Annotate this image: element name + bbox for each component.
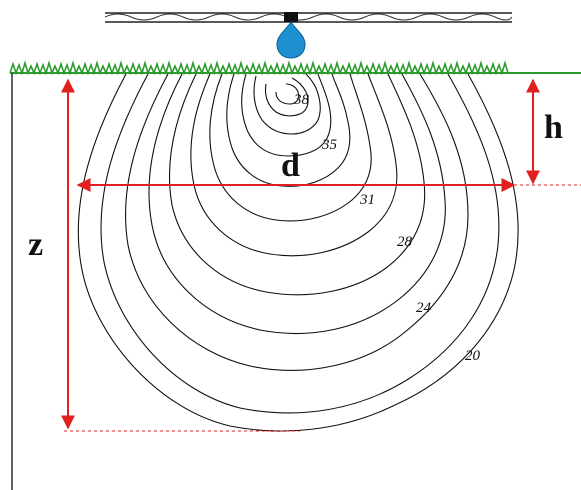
contour-line-33 [209, 73, 372, 222]
contour-line-20b [100, 73, 500, 414]
contour-line-24 [125, 73, 469, 371]
contour-label-24: 24 [416, 300, 432, 316]
label-h: h [544, 109, 563, 146]
contour-line-38 [264, 77, 309, 117]
label-d: d [281, 147, 300, 184]
contour-line-20 [77, 73, 519, 432]
drip-line-pipe [104, 12, 513, 23]
contour-line-39 [275, 83, 300, 105]
contour-line-36 [241, 73, 332, 157]
contour-label-38: 38 [293, 92, 310, 108]
grass-line [9, 60, 509, 76]
contour-label-31: 31 [359, 192, 375, 208]
contour-label-35: 35 [321, 137, 338, 153]
contour-label-20: 20 [465, 348, 481, 364]
label-z: z [28, 226, 43, 263]
contour-label-28: 28 [397, 234, 413, 250]
contour-line-37 [253, 73, 321, 135]
contour-line-31 [190, 73, 398, 257]
water-drop-icon [276, 21, 306, 59]
